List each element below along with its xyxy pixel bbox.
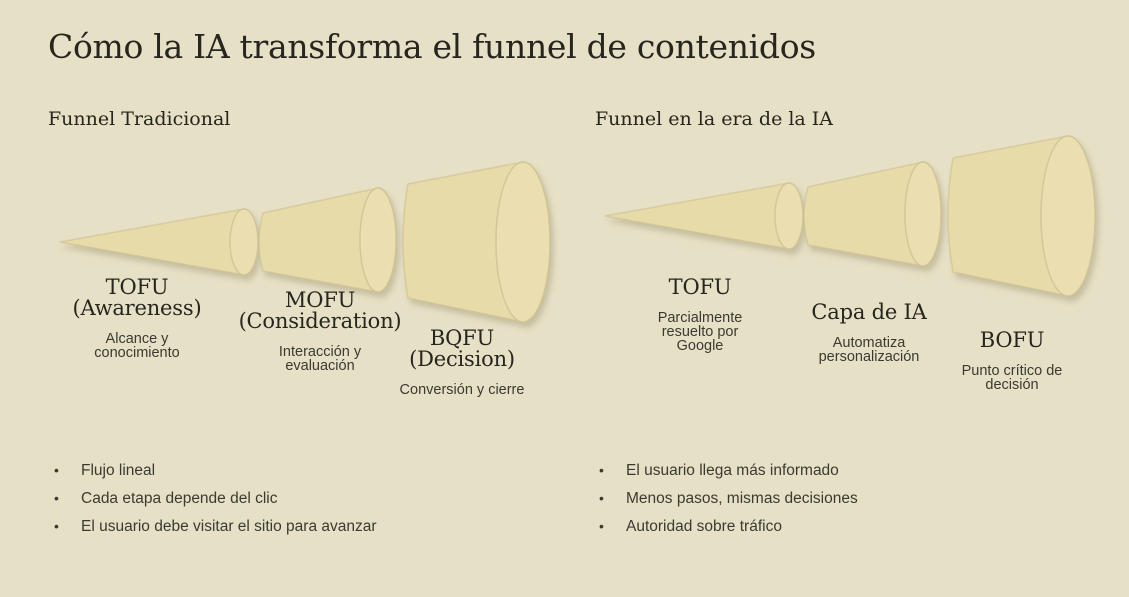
bullet-text: Autoridad sobre tráfico [626, 518, 782, 535]
right-panel-heading: Funnel en la era de la IA [595, 108, 834, 130]
stage-description: Interacción y evaluación [239, 344, 402, 374]
bullet-text: Flujo lineal [81, 462, 156, 479]
stage-name: BOFU [979, 328, 1045, 352]
stage-desc-line: Conversión y cierre [399, 382, 525, 398]
bullet-text: Cada etapa depende del clic [81, 490, 278, 507]
bullet-text: El usuario debe visitar el sitio para av… [81, 518, 377, 535]
stage-desc-line: resuelto por [661, 324, 739, 340]
stage-bofu-ai: BOFU Punto crítico de decisión [961, 328, 1063, 393]
stage-tofu-ai: TOFU Parcialmente resuelto por Google [657, 275, 743, 354]
stage-desc-line: personalización [818, 349, 920, 365]
stage-tofu-traditional: TOFU (Awareness) Alcance y conocimiento [72, 275, 202, 361]
stage-name: BQFU [429, 326, 495, 350]
stage-desc-line: Parcialmente [657, 310, 743, 326]
right-funnel-graphic [604, 135, 1096, 297]
stage-description: Punto crítico de decisión [961, 363, 1063, 393]
bullet-item: El usuario debe visitar el sitio para av… [48, 518, 377, 546]
stage-desc-line: Interacción y [278, 344, 362, 360]
stage-desc-line: evaluación [285, 358, 355, 374]
bullet-text: Menos pasos, mismas decisiones [626, 490, 858, 507]
stage-qualifier: (Consideration) [238, 309, 402, 333]
stage-name: TOFU [105, 275, 169, 299]
bullet-item: Autoridad sobre tráfico [593, 518, 858, 546]
stage-name: MOFU [284, 288, 356, 312]
stage-name: Capa de IA [811, 300, 927, 324]
stage-qualifier: (Awareness) [72, 296, 202, 320]
stage-capa-de-ia: Capa de IA Automatiza personalización [811, 300, 927, 365]
bullet-item: Menos pasos, mismas decisiones [593, 490, 858, 518]
stage-desc-line: Alcance y [105, 331, 169, 347]
stage-description: Conversión y cierre [399, 382, 525, 398]
stage-description: Alcance y conocimiento [73, 331, 202, 361]
stage-desc-line: Punto crítico de [961, 363, 1063, 379]
stage-desc-line: Automatiza [832, 335, 906, 351]
stage-desc-line: conocimiento [94, 345, 180, 361]
stage-name: TOFU [668, 275, 732, 299]
stage-qualifier: (Decision) [409, 347, 515, 371]
bullet-item: Cada etapa depende del clic [48, 490, 377, 518]
stage-description: Parcialmente resuelto por Google [657, 310, 743, 354]
stage-desc-line: decisión [985, 377, 1039, 393]
stage-description: Automatiza personalización [811, 335, 926, 365]
stage-mofu-traditional: MOFU (Consideration) Interacción y evalu… [238, 288, 402, 374]
stage-bqfu-traditional: BQFU (Decision) Conversión y cierre [399, 326, 525, 398]
stage-desc-line: Google [676, 338, 724, 354]
left-bullet-list: Flujo lineal Cada etapa depende del clic… [48, 462, 377, 546]
bullet-item: El usuario llega más informado [593, 462, 858, 490]
right-bullet-list: El usuario llega más informado Menos pas… [593, 462, 858, 546]
bullet-item: Flujo lineal [48, 462, 377, 490]
bullet-text: El usuario llega más informado [626, 462, 839, 479]
left-panel-heading: Funnel Tradicional [48, 108, 231, 130]
slide-title: Cómo la IA transforma el funnel de conte… [48, 27, 816, 66]
